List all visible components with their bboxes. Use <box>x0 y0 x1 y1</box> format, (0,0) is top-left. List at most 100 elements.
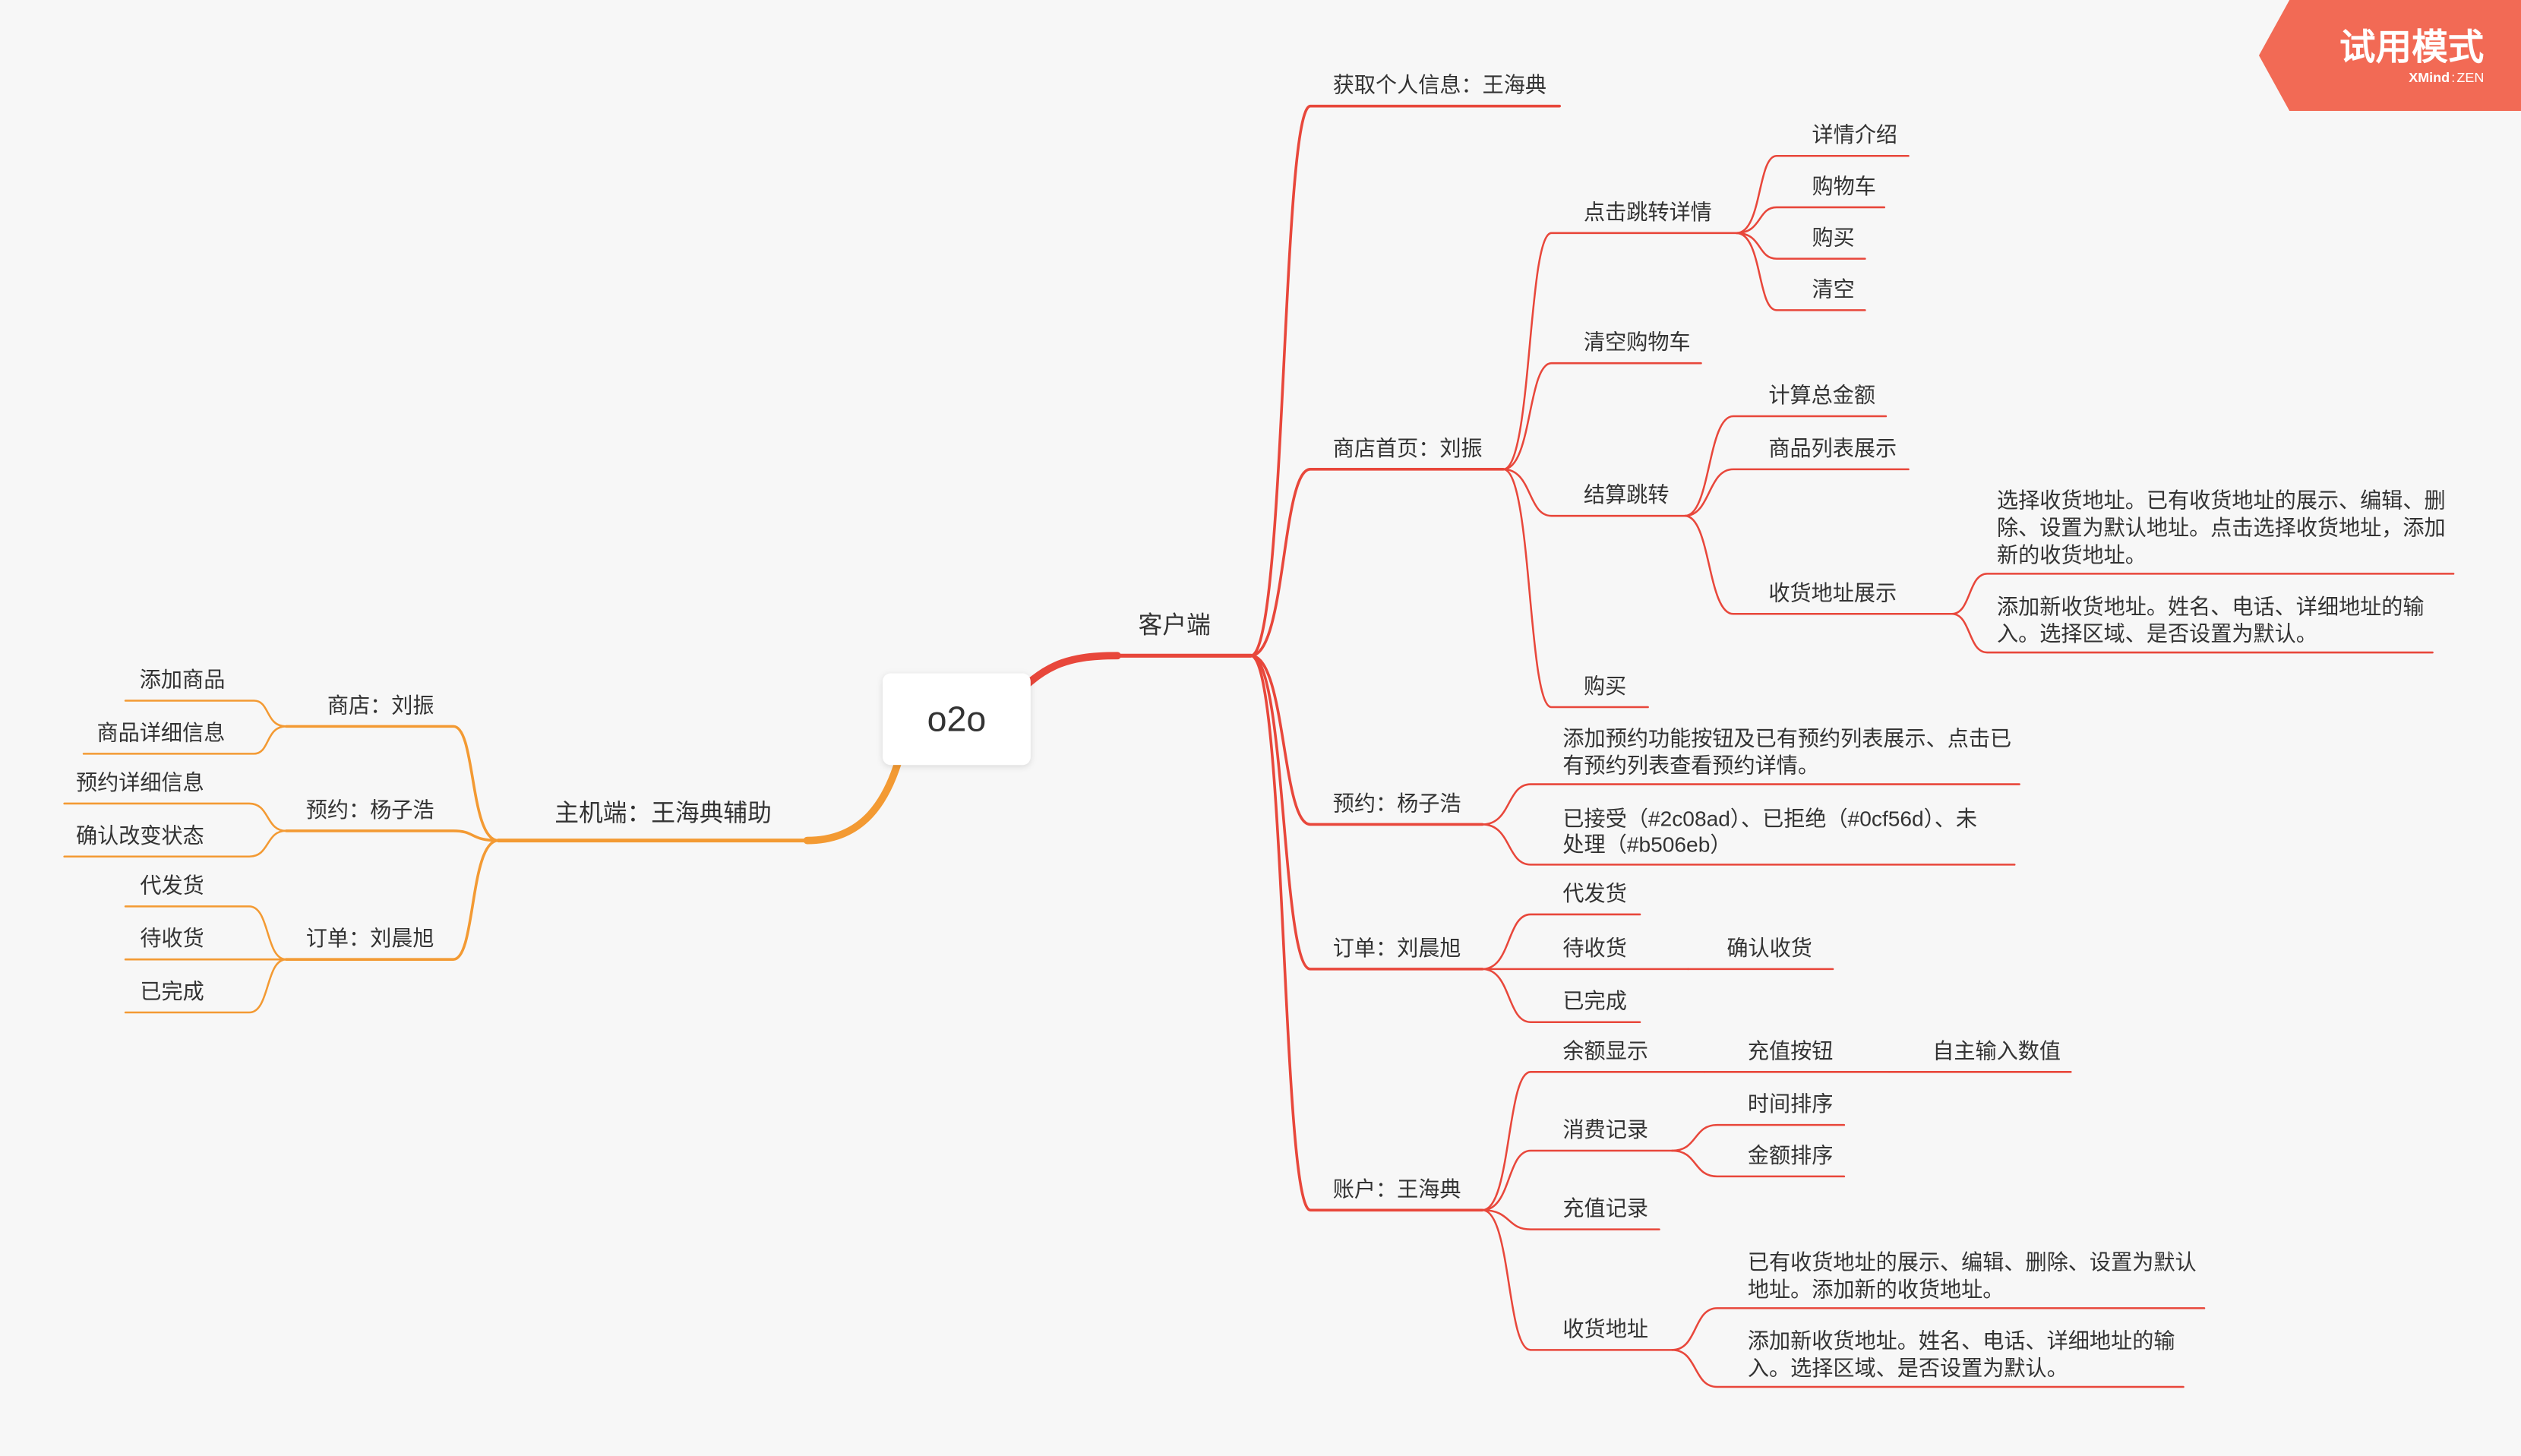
connector-shop-buy <box>1502 468 1649 709</box>
topic-custom-amount[interactable]: 自主输入数值 <box>1932 1039 2061 1063</box>
connector-host-add-product <box>124 700 288 728</box>
topic-reservation[interactable]: 预约：杨子浩 <box>1333 791 1461 815</box>
note-line: 处理（#b506eb） <box>1562 832 1731 856</box>
topic-host-reservation-detail[interactable]: 预约详细信息 <box>76 771 204 794</box>
topic-client[interactable]: 客户端 <box>1139 611 1211 639</box>
connector-account-address-note-2 <box>1671 1349 2185 1388</box>
topic-detail-cart[interactable]: 购物车 <box>1812 175 1876 198</box>
badge-brand-edition: ZEN <box>2456 70 2484 85</box>
topic-reservation-note-add[interactable]: 添加预约功能按钮及已有预约列表展示、点击已 有预约列表查看预约详情。 <box>1562 727 2017 778</box>
topic-recharge-button[interactable]: 充值按钮 <box>1748 1039 1834 1063</box>
connector-spending <box>1481 1149 1673 1211</box>
topic-host-awaiting-receipt[interactable]: 待收货 <box>140 927 204 950</box>
topic-account[interactable]: 账户：王海典 <box>1333 1177 1461 1201</box>
topic-host-confirm-status[interactable]: 确认改变状态 <box>76 824 204 848</box>
connector-checkout-jump <box>1502 468 1686 517</box>
connector-host-reservation <box>284 829 500 842</box>
connector-total <box>1684 415 1888 517</box>
topic-detail-buy[interactable]: 购买 <box>1812 226 1855 250</box>
topic-host[interactable]: 主机端：王海典辅助 <box>554 799 772 826</box>
connector-host-product-detail <box>82 725 288 755</box>
trial-mode-badge[interactable]: 试用模式 XMind:ZEN <box>2258 0 2521 111</box>
topic-account-address-note-add[interactable]: 添加新收货地址。姓名、电话、详细地址的输 入。选择区域、是否设置为默认。 <box>1748 1329 2181 1380</box>
connector-balance <box>1481 1071 1705 1211</box>
connector-shop-home <box>1249 468 1505 658</box>
topic-host-pending-shipment[interactable]: 代发货 <box>140 873 204 897</box>
topic-host-product-detail[interactable]: 商品详细信息 <box>97 721 226 744</box>
topic-recharge-records[interactable]: 充值记录 <box>1562 1197 1648 1221</box>
note-line: 有预约列表查看预约详情。 <box>1562 754 1819 778</box>
badge-brand: XMind:ZEN <box>2409 70 2484 85</box>
topic-account-address-note-existing[interactable]: 已有收货地址的展示、编辑、删除、设置为默认 地址。添加新的收货地址。 <box>1748 1251 2203 1302</box>
topic-detail-jump[interactable]: 点击跳转详情 <box>1584 201 1712 224</box>
connector-detail-jump <box>1502 232 1738 471</box>
note-line: 选择收货地址。已有收货地址的展示、编辑、删 <box>1997 489 2446 513</box>
topic-detail-clear[interactable]: 清空 <box>1812 277 1855 301</box>
topic-host-completed[interactable]: 已完成 <box>140 980 204 1003</box>
connector-host-shop <box>284 725 500 842</box>
badge-shape <box>2258 0 2521 111</box>
note-line: 入。选择区域、是否设置为默认。 <box>1997 622 2317 646</box>
connector-product-list <box>1684 468 1910 517</box>
topic-balance[interactable]: 余额显示 <box>1562 1039 1648 1063</box>
topic-host-shop[interactable]: 商店：刘振 <box>327 693 434 717</box>
connector-host-order <box>284 839 500 961</box>
topic-address-note-select[interactable]: 选择收货地址。已有收货地址的展示、编辑、删 除、设置为默认地址。点击选择收货地址… <box>1997 489 2452 567</box>
badge-brand-name: XMind <box>2409 70 2450 85</box>
topic-host-add-product[interactable]: 添加商品 <box>140 668 226 692</box>
topic-sort-time[interactable]: 时间排序 <box>1748 1092 1834 1116</box>
topic-shop-buy[interactable]: 购买 <box>1584 674 1626 698</box>
badge-brand-separator: : <box>2451 70 2455 85</box>
topic-host-reservation[interactable]: 预约：杨子浩 <box>306 798 434 822</box>
topic-product-list[interactable]: 商品列表展示 <box>1768 437 1897 460</box>
connector-order <box>1249 654 1484 971</box>
connector-completed <box>1481 968 1641 1023</box>
topic-address-note-add[interactable]: 添加新收货地址。姓名、电话、详细地址的输 入。选择区域、是否设置为默认。 <box>1997 595 2430 646</box>
note-line: 新的收货地址。 <box>1997 544 2147 567</box>
note-line: 除、设置为默认地址。点击选择收货地址，添加 <box>1997 516 2446 540</box>
connector-account <box>1249 654 1484 1212</box>
topic-checkout-jump[interactable]: 结算跳转 <box>1584 483 1670 507</box>
connector-recharge-records <box>1481 1208 1660 1230</box>
connector-address-note-2 <box>1951 613 2434 654</box>
topic-awaiting-receipt[interactable]: 待收货 <box>1562 936 1626 960</box>
connector-pending-shipment <box>1481 913 1641 971</box>
topic-reservation-note-status[interactable]: 已接受（#2c08ad）、已拒绝（#0cf56d）、未 处理（#b506eb） <box>1562 807 1982 857</box>
root-topic[interactable]: o2o <box>883 673 1031 766</box>
badge-label: 试用模式 <box>2339 27 2484 68</box>
connector-host-reservation-detail <box>63 802 288 832</box>
topic-address-display[interactable]: 收货地址展示 <box>1768 581 1897 605</box>
topic-sort-amount[interactable]: 金额排序 <box>1748 1144 1834 1167</box>
topic-detail-intro[interactable]: 详情介绍 <box>1812 123 1898 147</box>
root-topic-box <box>883 673 1031 766</box>
note-line: 添加预约功能按钮及已有预约列表展示、点击已 <box>1562 727 2011 750</box>
note-line: 已接受（#2c08ad）、已拒绝（#0cf56d）、未 <box>1562 807 1977 831</box>
topic-account-address[interactable]: 收货地址 <box>1562 1317 1648 1341</box>
topic-spending[interactable]: 消费记录 <box>1562 1118 1648 1142</box>
note-line: 地址。添加新的收货地址。 <box>1748 1278 2004 1302</box>
topic-confirm-receipt[interactable]: 确认收货 <box>1726 936 1812 960</box>
note-line: 添加新收货地址。姓名、电话、详细地址的输 <box>1997 595 2425 618</box>
note-line: 入。选择区域、是否设置为默认。 <box>1748 1357 2068 1380</box>
topic-clear-cart[interactable]: 清空购物车 <box>1584 330 1691 354</box>
topic-calc-total[interactable]: 计算总金额 <box>1768 384 1875 407</box>
connector-host-pending-shipment <box>124 905 288 961</box>
connector-reservation-note-1 <box>1481 783 2020 826</box>
connector-account-address <box>1481 1208 1673 1351</box>
note-line: 添加新收货地址。姓名、电话、详细地址的输 <box>1748 1329 2175 1353</box>
connector-detail-clear <box>1735 232 1866 311</box>
topic-get-profile[interactable]: 获取个人信息：王海典 <box>1333 74 1546 97</box>
topic-order[interactable]: 订单：刘晨旭 <box>1333 936 1461 960</box>
connector-host-confirm-status <box>63 829 288 858</box>
connector-address-note-1 <box>1951 573 2455 615</box>
connector-sort-time <box>1671 1123 1846 1152</box>
connector-detail-intro <box>1735 154 1910 235</box>
connector-reservation <box>1249 654 1484 826</box>
topic-shop-home[interactable]: 商店首页：刘振 <box>1333 437 1483 460</box>
connector-clear-cart <box>1502 362 1702 471</box>
topic-pending-shipment[interactable]: 代发货 <box>1562 882 1626 905</box>
topic-completed[interactable]: 已完成 <box>1562 990 1626 1013</box>
topic-host-order[interactable]: 订单：刘晨旭 <box>306 927 434 950</box>
root-topic-label: o2o <box>927 700 987 739</box>
